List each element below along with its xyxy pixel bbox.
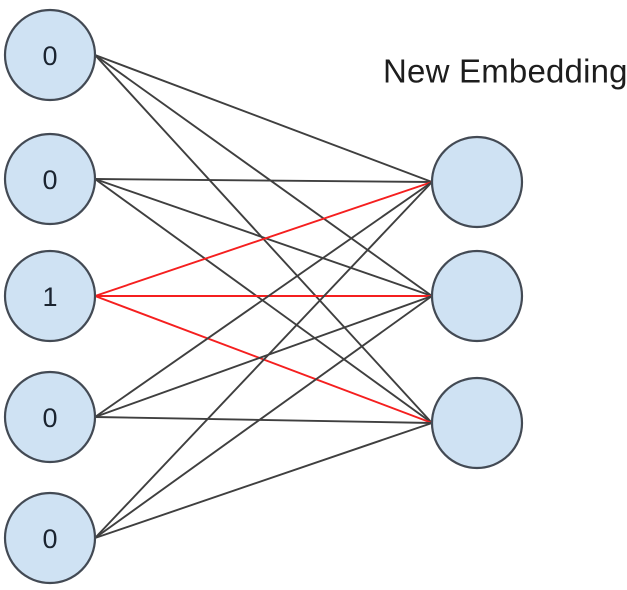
edge	[94, 416, 433, 424]
node-circle-in-2[interactable]	[3, 132, 97, 226]
node-label-in-2: 0	[42, 165, 57, 195]
edge	[94, 178, 433, 424]
node-circle-out-1[interactable]	[430, 135, 524, 229]
node-circle-out-2[interactable]	[430, 249, 524, 343]
edge	[94, 178, 433, 183]
node-label-in-1: 0	[42, 41, 57, 71]
node-out-2[interactable]	[430, 249, 524, 343]
edge	[94, 178, 433, 297]
node-in-5[interactable]: 0	[3, 491, 97, 585]
edge	[94, 54, 433, 183]
edge	[94, 422, 433, 539]
nodes-group: 0 0 1 0 0	[3, 8, 524, 585]
node-out-1[interactable]	[430, 135, 524, 229]
node-label-in-5: 0	[42, 524, 57, 554]
node-circle-in-5[interactable]	[3, 491, 97, 585]
node-in-4[interactable]: 0	[3, 370, 97, 464]
node-circle-out-3[interactable]	[430, 376, 524, 470]
node-circle-in-3[interactable]	[3, 249, 97, 343]
node-label-in-3: 1	[42, 282, 57, 312]
node-label-in-4: 0	[42, 403, 57, 433]
edge-highlighted	[94, 181, 433, 297]
edge	[94, 181, 433, 418]
node-in-3[interactable]: 1	[3, 249, 97, 343]
node-in-1[interactable]: 0	[3, 8, 97, 102]
edge	[94, 181, 433, 539]
edges-group	[94, 54, 433, 539]
new-embedding-title: New Embedding	[383, 53, 627, 90]
edge	[94, 295, 433, 539]
node-circle-in-4[interactable]	[3, 370, 97, 464]
edge	[94, 54, 433, 297]
node-circle-in-1[interactable]	[3, 8, 97, 102]
node-out-3[interactable]	[430, 376, 524, 470]
edge	[94, 295, 433, 418]
node-in-2[interactable]: 0	[3, 132, 97, 226]
